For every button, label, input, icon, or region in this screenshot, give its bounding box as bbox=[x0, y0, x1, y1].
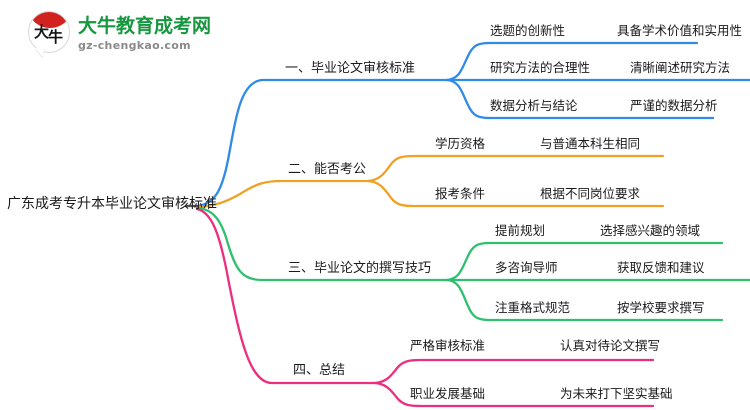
branch-2-trunk bbox=[195, 179, 370, 209]
branch-3-child-1-detail[interactable]: 选择感兴趣的领域 bbox=[600, 223, 701, 238]
branch-3-child-2-node[interactable]: 多咨询导师 bbox=[495, 260, 558, 275]
branch-1-lines bbox=[195, 41, 750, 208]
branch-3-trunk bbox=[195, 206, 449, 282]
branch-1-child-2-node[interactable]: 研究方法的合理性 bbox=[490, 60, 591, 75]
branch-node-2[interactable]: 二、能否考公 bbox=[288, 162, 367, 177]
branch-4-lines bbox=[195, 207, 655, 408]
branch-3-child-3-line bbox=[445, 278, 724, 322]
branch-node-4[interactable]: 四、总结 bbox=[293, 363, 346, 378]
branch-4-child-1-detail[interactable]: 认真对待论文撰写 bbox=[560, 338, 661, 353]
logo-badge-char-2: 牛 bbox=[48, 28, 64, 46]
branch-3-child-1-line bbox=[445, 241, 724, 282]
branch-1-child-3-line bbox=[445, 78, 715, 120]
branch-1-child-3-node[interactable]: 数据分析与结论 bbox=[490, 98, 578, 113]
branch-1-child-3-detail[interactable]: 严谨的数据分析 bbox=[630, 98, 718, 113]
branch-4-child-1-line bbox=[373, 358, 655, 385]
branch-2-child-2-detail[interactable]: 根据不同岗位要求 bbox=[540, 186, 641, 201]
mindmap-root-node[interactable]: 广东成考专升本毕业论文审核标准 bbox=[7, 196, 217, 212]
branch-2-lines bbox=[195, 154, 665, 209]
branch-1-trunk bbox=[195, 78, 449, 208]
branch-node-3[interactable]: 三、毕业论文的撰写技巧 bbox=[288, 261, 432, 276]
branch-3-child-3-node[interactable]: 注重格式规范 bbox=[495, 300, 571, 315]
branch-1-child-1-node[interactable]: 选题的创新性 bbox=[490, 23, 566, 38]
branch-node-1[interactable]: 一、毕业论文审核标准 bbox=[285, 61, 416, 76]
logo-subtitle: gz-chengkao.com bbox=[78, 39, 191, 52]
branch-2-child-1-node[interactable]: 学历资格 bbox=[435, 136, 486, 151]
branch-4-child-1-node[interactable]: 严格审核标准 bbox=[410, 338, 486, 353]
branch-4-child-2-detail[interactable]: 为未来打下坚实基础 bbox=[560, 386, 673, 401]
branch-1-child-1-detail[interactable]: 具备学术价值和实用性 bbox=[617, 23, 743, 38]
logo-title: 大牛教育成考网 bbox=[78, 15, 212, 37]
branch-2-child-1-detail[interactable]: 与普通本科生相同 bbox=[540, 136, 641, 151]
branch-4-child-2-node[interactable]: 职业发展基础 bbox=[410, 386, 486, 401]
branch-2-child-2-node[interactable]: 报考条件 bbox=[435, 186, 486, 201]
branch-1-child-1-line bbox=[445, 41, 699, 82]
branch-3-lines bbox=[195, 206, 750, 322]
branch-3-child-2-detail[interactable]: 获取反馈和建议 bbox=[617, 260, 705, 275]
branch-4-child-2-line bbox=[373, 381, 655, 408]
branch-3-child-3-detail[interactable]: 按学校要求撰写 bbox=[617, 300, 705, 315]
branch-2-child-2-line bbox=[366, 179, 665, 208]
site-logo: 大 牛 大牛教育成考网 gz-chengkao.com bbox=[28, 8, 212, 60]
branch-3-child-1-node[interactable]: 提前规划 bbox=[495, 223, 546, 238]
branch-1-child-2-detail[interactable]: 清晰阐述研究方法 bbox=[630, 60, 731, 75]
logo-badge-char-1: 大 bbox=[34, 23, 50, 41]
branch-2-child-1-line bbox=[366, 154, 665, 183]
logo-badge-icon: 大 牛 bbox=[28, 11, 72, 57]
branch-4-trunk bbox=[195, 207, 377, 385]
